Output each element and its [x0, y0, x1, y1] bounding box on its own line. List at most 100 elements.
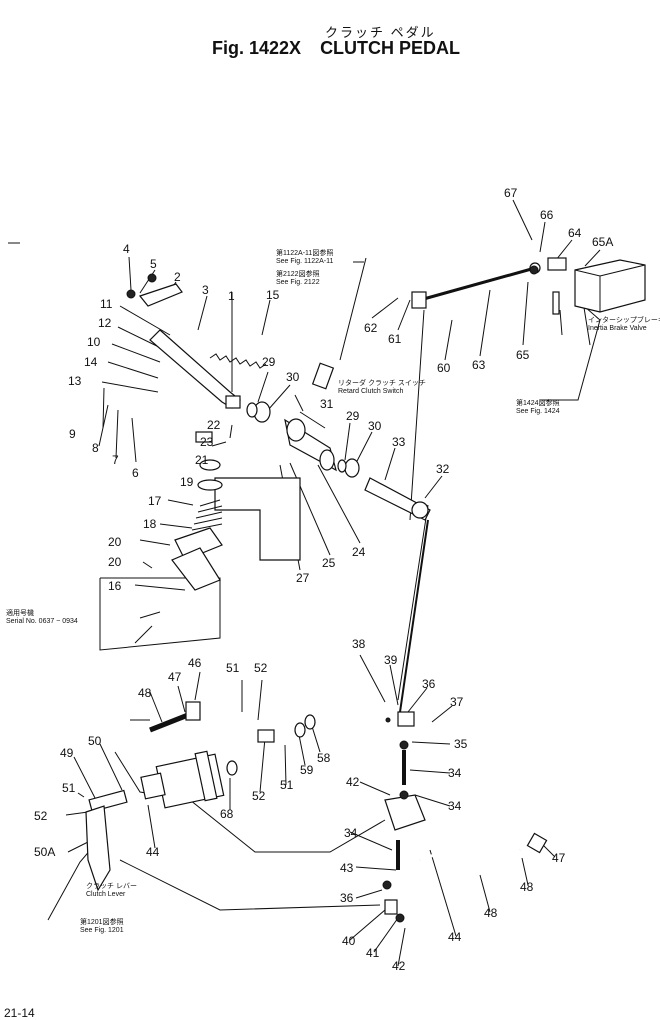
elbow-47-left	[185, 701, 201, 721]
callout-44: 42	[346, 775, 360, 789]
callout-33: 33	[392, 435, 406, 449]
callout-6: 6	[132, 466, 139, 480]
callout-65A: 68	[220, 807, 234, 821]
shaft-end-right	[319, 449, 335, 471]
callout-63: 65A	[592, 235, 613, 249]
figure-title-jp: クラッチ ペダル	[325, 25, 436, 40]
callout-59: 62	[364, 321, 378, 335]
callout-41: 40	[342, 934, 356, 948]
note-fig1201-jp: 第1201図参照	[80, 917, 124, 926]
nut-65A	[226, 760, 238, 776]
callout-49-left: 48	[138, 686, 152, 700]
elbow-47-right	[526, 832, 548, 854]
callout-9: 9	[69, 427, 76, 441]
bushing-right	[344, 458, 360, 478]
callout-5: 5	[150, 257, 157, 271]
washer-35	[399, 790, 409, 800]
note-fig1122-jp: 第1122A-11図参照	[276, 248, 333, 257]
callout-1: 1	[228, 289, 235, 303]
callout-38: 37	[450, 695, 464, 709]
stopper-bracket	[171, 547, 221, 591]
callout-50: 49	[60, 746, 74, 760]
note-fig1424-en: See Fig. 1424	[516, 408, 560, 415]
callout-25: 24	[352, 545, 366, 559]
callout-2: 2	[174, 270, 181, 284]
fitting-54	[257, 729, 275, 743]
callout-46: 44	[146, 845, 160, 859]
callout-30-right: 30	[368, 419, 382, 433]
callout-32: 32	[436, 462, 450, 476]
callout-45-right: 44	[448, 930, 462, 944]
callout-60: 63	[472, 358, 486, 372]
callout-13: 13	[68, 374, 82, 388]
stopper-bolt	[195, 431, 213, 443]
clevis-37	[397, 711, 415, 727]
callout-3: 3	[202, 283, 209, 297]
callout-24: 23	[200, 435, 214, 449]
nut-5	[147, 273, 157, 283]
callout-61: 64	[568, 226, 582, 240]
callout-42: 41	[366, 946, 380, 960]
pin-39	[385, 717, 391, 723]
stopper-spring	[191, 499, 223, 531]
note-serial-en: Serial No. 0637 ~ 0934	[6, 618, 78, 625]
callout-52-left: 51	[62, 781, 76, 795]
callout-64: 66	[540, 208, 554, 222]
page-number: 21-14	[4, 1006, 35, 1020]
callout-29-left: 29	[262, 355, 276, 369]
callout-43: 42	[392, 959, 406, 973]
figure-name: CLUTCH PEDAL	[320, 38, 461, 58]
brake-valve-body	[574, 259, 646, 313]
reference-notes: 第1122A-11図参照 See Fig. 1122A-11 第2122図参照 …	[6, 248, 660, 934]
callout-14: 14	[84, 355, 98, 369]
callout-48-right: 48	[520, 880, 534, 894]
clutch-lever-51	[85, 805, 111, 892]
callout-62: 65	[516, 348, 530, 362]
callout-29-right: 29	[346, 409, 360, 423]
callout-7: 7	[112, 453, 119, 467]
figure-number: Fig. 1422X	[212, 38, 302, 58]
note-serial-jp: 適用号機	[6, 608, 34, 617]
figure-title-en: Fig. 1422X CLUTCH PEDAL	[212, 38, 474, 59]
note-fig1201-en: See Fig. 1201	[80, 927, 124, 934]
callout-19: 19	[180, 475, 194, 489]
callout-36-lower: 36	[340, 891, 354, 905]
note-fig1122-en: See Fig. 1122A-11	[276, 258, 333, 265]
vertical-link	[399, 519, 429, 713]
note-brake-en: Inertia Brake Valve	[588, 325, 647, 332]
cylinder-flange	[194, 750, 218, 802]
callout-47-left: 46	[188, 656, 202, 670]
washer-19	[197, 479, 223, 491]
callout-57: 60	[437, 361, 451, 375]
pedal-pad	[138, 283, 183, 307]
cylinder-end	[140, 772, 166, 800]
callout-11: 11	[100, 297, 113, 311]
callout-34-upper: 34	[448, 766, 462, 780]
callout-30-left: 30	[286, 370, 300, 384]
callout-39: 38	[352, 637, 366, 651]
callout-50A: 50	[88, 734, 102, 748]
washer-right	[337, 459, 347, 473]
pin-66	[552, 291, 560, 315]
callout-22: 20	[108, 535, 122, 549]
yoke-61	[547, 257, 567, 271]
nut-21	[199, 459, 221, 471]
switch-bracket	[311, 362, 335, 390]
callout-49-right: 48	[484, 906, 498, 920]
lever-44	[384, 794, 426, 831]
callout-54: 52	[252, 789, 266, 803]
nut-55	[304, 714, 316, 730]
callout-31: 31	[320, 397, 334, 411]
pushrod-long	[419, 266, 536, 302]
lever-hub	[411, 501, 429, 519]
callout-34-lower: 34	[344, 826, 358, 840]
note-clutch-lever-en: Clutch Lever	[86, 891, 126, 898]
callout-8: 8	[92, 441, 99, 455]
washer-42	[395, 913, 405, 923]
callout-21: 21	[195, 453, 209, 467]
nut-62	[529, 265, 539, 275]
callout-36-upper: 35	[454, 737, 468, 751]
callout-16: 16	[108, 579, 122, 593]
shaft-end	[286, 418, 306, 442]
